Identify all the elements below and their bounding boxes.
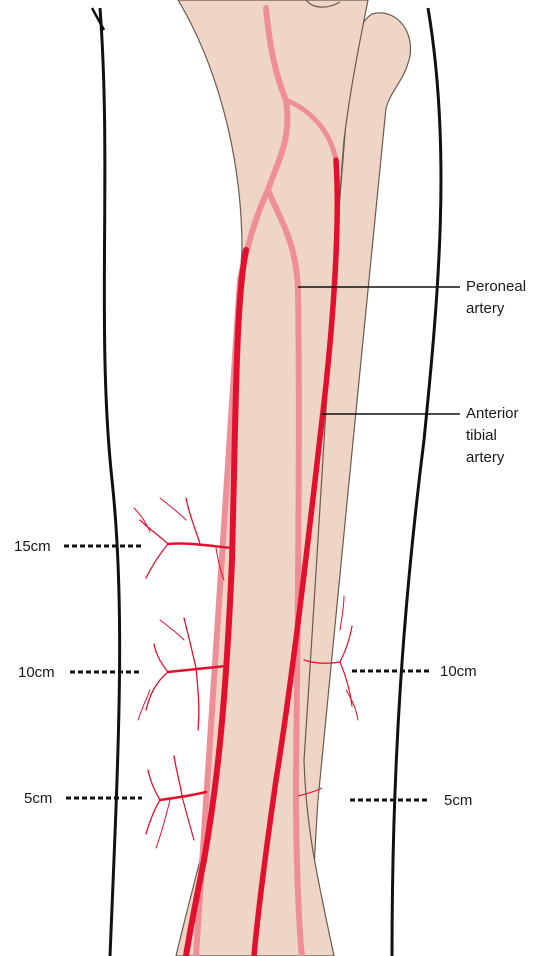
leg-outline-left xyxy=(100,8,120,956)
perforators-5cm-left xyxy=(146,756,206,848)
perforators-15cm-left xyxy=(134,498,232,580)
marker-5cm-left-label: 5cm xyxy=(24,790,52,807)
marker-10cm-left-label: 10cm xyxy=(18,664,55,681)
anterior-label-line3: artery xyxy=(466,449,505,466)
marker-5cm-right-label: 5cm xyxy=(444,792,472,809)
leg-outline-right xyxy=(392,8,441,956)
peroneal-label-line1: Peroneal xyxy=(466,278,526,295)
marker-15cm-left-label: 15cm xyxy=(14,538,51,555)
peroneal-label-line2: artery xyxy=(466,300,505,317)
marker-10cm-right-label: 10cm xyxy=(440,663,477,680)
anterior-label-line1: Anterior xyxy=(466,405,519,422)
anterior-label-line2: tibial xyxy=(466,427,497,444)
